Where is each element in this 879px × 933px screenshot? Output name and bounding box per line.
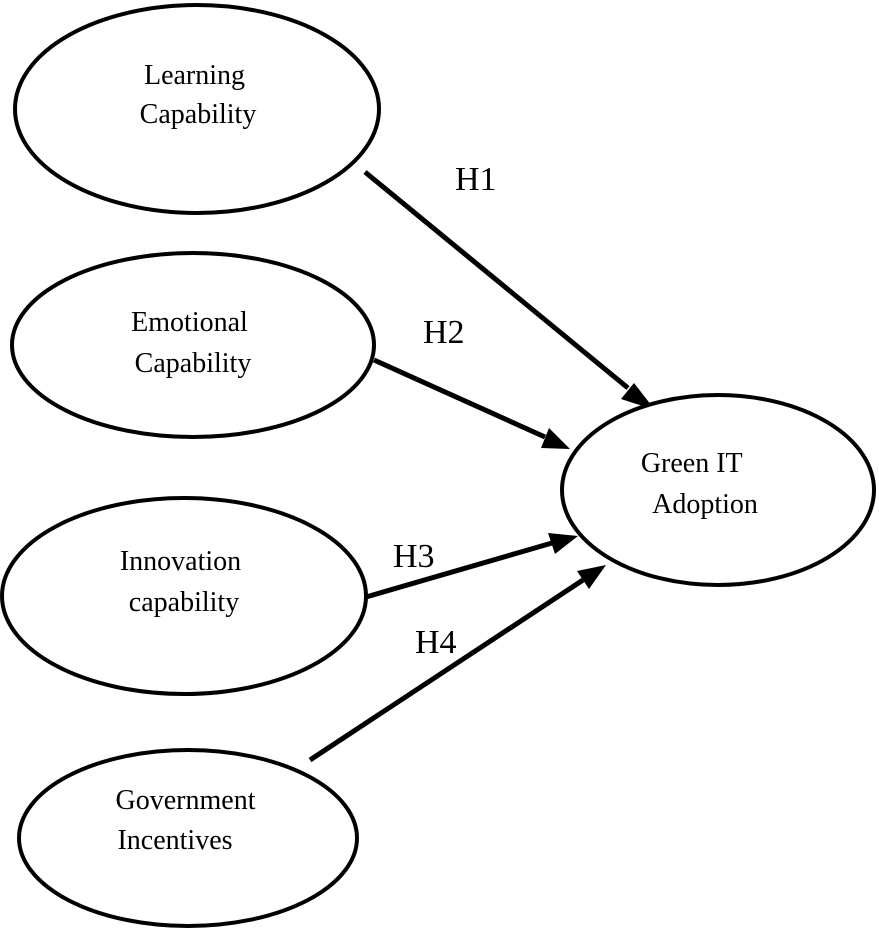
edge-h4-line xyxy=(308,577,585,763)
node-innovation-capability-label: Innovation capability xyxy=(120,546,248,618)
node-government-incentives-ellipse xyxy=(17,748,359,928)
node-green-it-adoption-line1: Green IT xyxy=(641,448,743,479)
node-learning-capability-line1: Learning xyxy=(144,60,245,91)
edge-h2-label: H2 xyxy=(423,314,465,351)
edge-h1 xyxy=(363,170,655,410)
node-green-it-adoption-ellipse xyxy=(560,393,876,587)
edge-h4-label: H4 xyxy=(415,624,457,661)
node-learning-capability-ellipse xyxy=(13,3,381,215)
node-emotional-capability: Emotional Capability xyxy=(10,251,376,439)
edge-h3 xyxy=(365,533,578,600)
node-learning-capability-label: Learning Capability xyxy=(140,60,257,130)
edge-h2 xyxy=(372,357,570,449)
edge-h3-label: H3 xyxy=(393,538,435,575)
edge-h3-arrowhead xyxy=(548,533,578,554)
edge-h1-label: H1 xyxy=(455,161,497,198)
node-emotional-capability-line1: Emotional xyxy=(131,307,248,338)
node-innovation-capability-line2: capability xyxy=(129,587,239,618)
node-green-it-adoption: Green IT Adoption xyxy=(560,393,876,587)
node-government-incentives: Government Incentives xyxy=(17,748,359,928)
node-emotional-capability-line2: Capability xyxy=(135,348,252,379)
edge-h4 xyxy=(308,565,606,763)
node-government-incentives-line2: Incentives xyxy=(117,825,232,856)
node-government-incentives-line1: Government xyxy=(116,785,256,816)
node-innovation-capability-line1: Innovation xyxy=(120,546,241,577)
node-learning-capability-line2: Capability xyxy=(140,99,257,130)
edge-h4-arrowhead xyxy=(577,565,606,589)
node-government-incentives-label: Government Incentives xyxy=(116,785,263,856)
node-green-it-adoption-label: Green IT Adoption xyxy=(641,448,758,520)
node-green-it-adoption-line2: Adoption xyxy=(652,489,758,520)
edge-h1-line xyxy=(363,170,630,390)
node-learning-capability: Learning Capability xyxy=(13,3,381,215)
edge-h3-line xyxy=(365,540,553,600)
node-emotional-capability-label: Emotional Capability xyxy=(131,307,255,379)
node-innovation-capability: Innovation capability xyxy=(0,496,368,696)
edge-h1-arrowhead xyxy=(621,383,655,410)
edge-h2-line xyxy=(372,357,547,440)
node-emotional-capability-ellipse xyxy=(10,251,376,439)
edge-h2-arrowhead xyxy=(541,428,570,449)
node-innovation-capability-ellipse xyxy=(0,496,368,696)
